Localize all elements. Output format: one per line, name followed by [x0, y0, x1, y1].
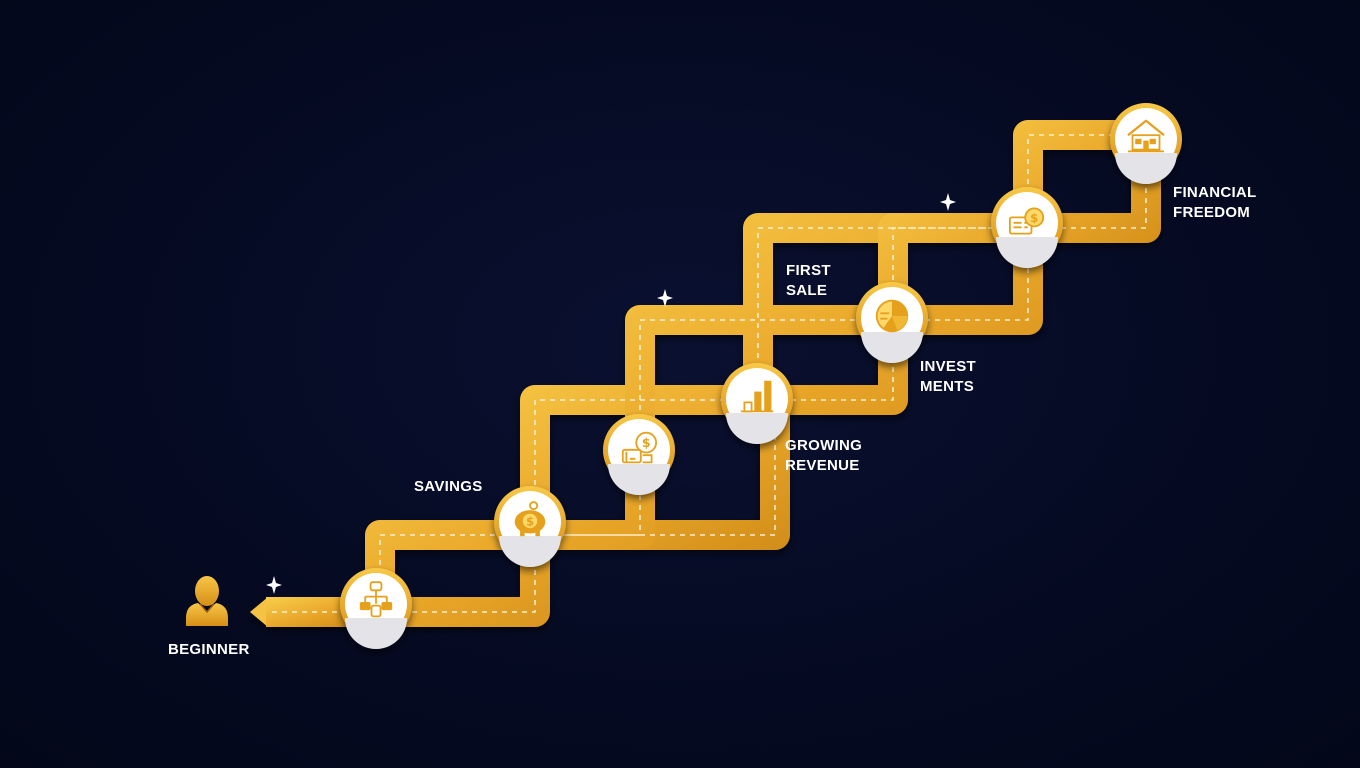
- bar-chart-icon: [740, 380, 774, 413]
- milestone-nodes: $ $ $: [340, 103, 1182, 649]
- sparkle-decorations: [266, 193, 956, 594]
- milestone-node-1: [340, 568, 412, 649]
- svg-text:$: $: [526, 514, 534, 528]
- sparkle-icon: [266, 576, 282, 594]
- label-growing-revenue: GROWING REVENUE: [785, 437, 863, 474]
- svg-text:$: $: [642, 435, 651, 450]
- road-loop-1: [361, 385, 790, 627]
- milestone-node-5: [856, 282, 928, 363]
- milestone-node-2: $: [494, 486, 566, 567]
- milestone-node-7: [1110, 103, 1182, 184]
- beginner-figure: [186, 576, 228, 626]
- sparkle-icon: [940, 193, 956, 211]
- milestone-node-6: $: [991, 187, 1063, 268]
- svg-text:$: $: [1030, 211, 1038, 225]
- house-icon: [1127, 119, 1165, 153]
- money-bag-icon: $: [621, 431, 658, 464]
- label-savings: SAVINGS: [414, 478, 483, 495]
- label-first-sale: FIRST SALE: [786, 262, 831, 299]
- cash-register-icon: $: [1008, 207, 1045, 235]
- label-investments: INVEST MENTS: [920, 358, 976, 395]
- sparkle-icon: [657, 289, 673, 307]
- milestone-node-4: [721, 363, 793, 444]
- label-financial-freedom: FINANCIAL FREEDOM: [1173, 184, 1257, 221]
- flowchart-icon: [359, 581, 393, 618]
- person-icon: [186, 576, 228, 626]
- milestone-node-3: $: [603, 414, 675, 495]
- pie-chart-icon: [875, 299, 909, 333]
- piggy-bank-icon: $: [514, 501, 546, 537]
- label-beginner: BEGINNER: [168, 641, 250, 658]
